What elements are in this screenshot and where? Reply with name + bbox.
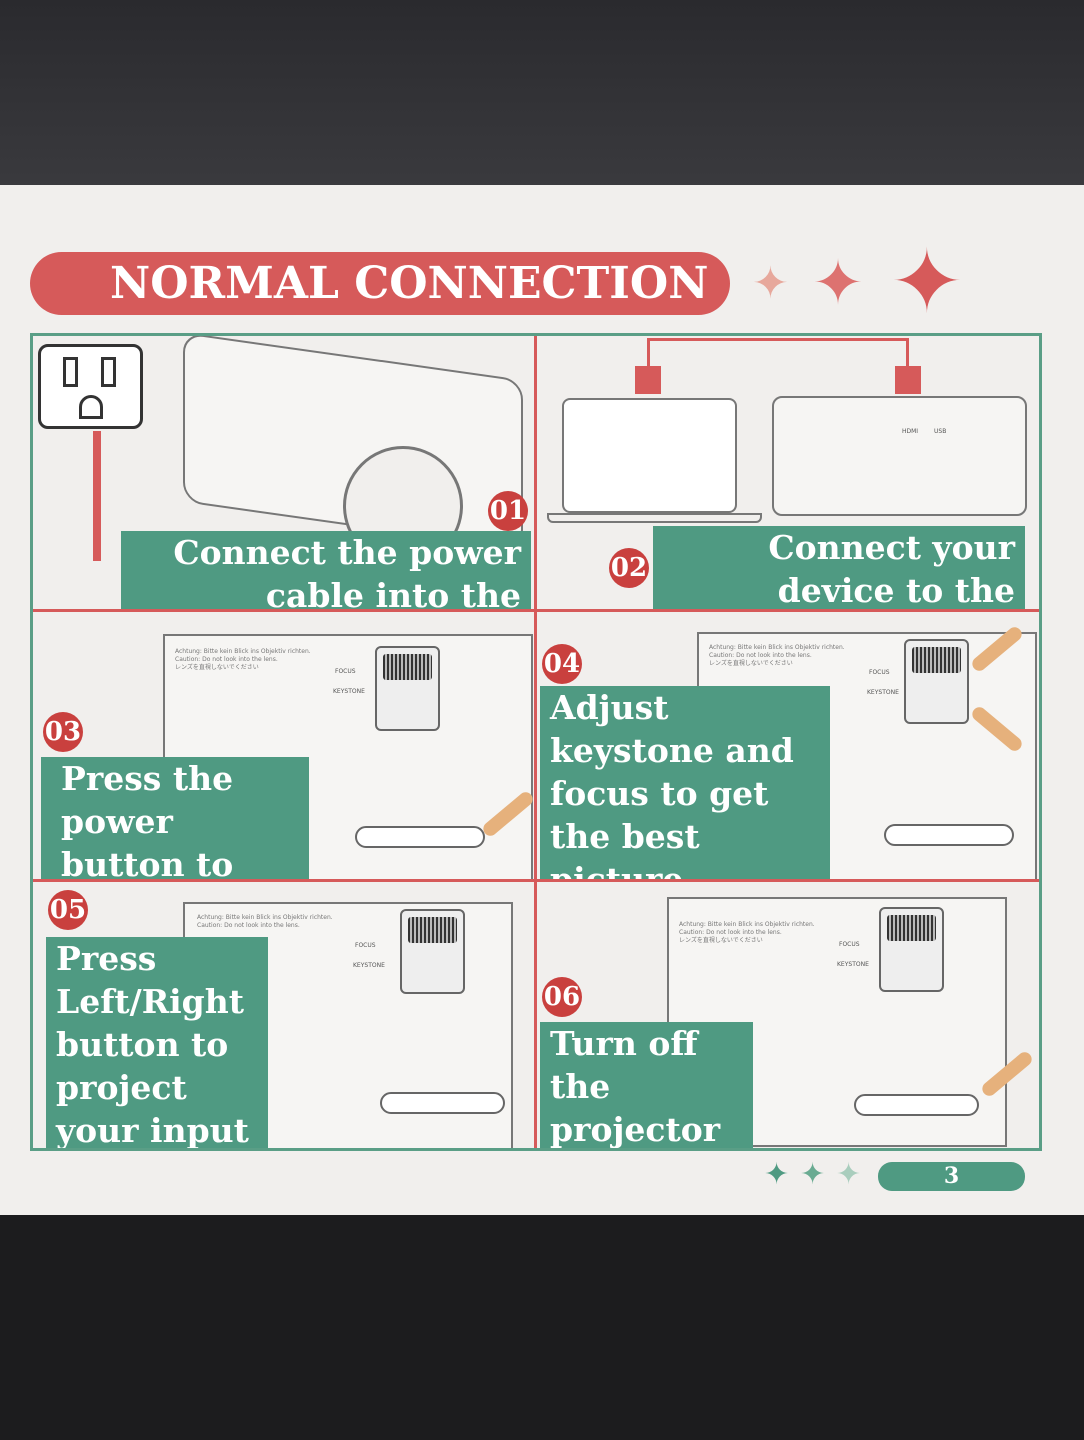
focus-wheel [904,639,969,724]
divider [33,879,1039,882]
hdmi-cable-icon [647,338,909,368]
star-icon: ✦ [890,230,964,333]
step-label: Press the power button to turn on [41,757,309,879]
keystone-label: KEYSTONE [353,962,385,969]
projector-illustration: HDMI USB [772,396,1027,516]
focus-label: FOCUS [355,942,376,949]
warning-text: Achtung: Bitte kein Blick ins Objektiv r… [679,921,815,944]
divider [534,336,537,1148]
step-label: Adjust keystone and focus to get the bes… [540,686,830,879]
step-4-panel: Achtung: Bitte kein Blick ins Objektiv r… [537,612,1039,879]
step-label: Press Left/Right button to project your … [46,937,268,1148]
connector-icon [895,366,921,394]
step-number: 06 [542,977,582,1017]
star-icon: ✦ [752,258,789,309]
star-icon: ✦ [764,1157,790,1192]
control-panel [884,824,1014,846]
keystone-label: KEYSTONE [837,961,869,968]
step-2-panel: HDMI USB 02 Connect your device to the p… [537,336,1039,609]
step-3-panel: Achtung: Bitte kein Blick ins Objektiv r… [33,612,534,879]
step-6-panel: Achtung: Bitte kein Blick ins Objektiv r… [537,882,1039,1148]
warning-text: Achtung: Bitte kein Blick ins Objektiv r… [197,914,333,929]
usb-port-label: USB [934,428,947,435]
divider [33,609,1039,612]
star-icon: ✦ [812,246,864,319]
step-label: Connect the power cable into the project… [121,531,531,609]
step-number: 03 [43,712,83,752]
focus-label: FOCUS [335,668,356,675]
control-panel [380,1092,505,1114]
steps-grid [30,333,1042,1151]
control-panel [854,1094,979,1116]
step-number: 01 [488,491,528,531]
step-1-panel: 01 Connect the power cable into the proj… [33,336,534,609]
keystone-label: KEYSTONE [333,688,365,695]
step-number: 04 [542,644,582,684]
focus-label: FOCUS [839,941,860,948]
hdmi-port-label: HDMI [902,428,919,435]
control-panel [355,826,485,848]
star-icon: ✦ [800,1157,826,1192]
focus-label: FOCUS [869,669,890,676]
step-number: 02 [609,548,649,588]
star-icon: ✦ [836,1157,862,1192]
keystone-label: KEYSTONE [867,689,899,696]
focus-wheel [879,907,944,992]
page-title: NORMAL CONNECTION [30,252,730,315]
warning-text: Achtung: Bitte kein Blick ins Objektiv r… [175,648,311,671]
step-5-panel: Achtung: Bitte kein Blick ins Objektiv r… [33,882,534,1148]
laptop-icon [562,398,737,513]
page-number: 3 [878,1162,1025,1191]
background-top [0,0,1084,190]
projector-illustration: Achtung: Bitte kein Blick ins Objektiv r… [163,634,533,879]
step-label: Turn off the projector after use [540,1022,753,1148]
power-plug-icon [93,431,101,561]
focus-wheel [400,909,465,994]
laptop-base [547,513,762,523]
warning-text: Achtung: Bitte kein Blick ins Objektiv r… [709,644,845,667]
step-number: 05 [48,890,88,930]
step-label: Connect your device to the projector [653,526,1025,609]
connector-icon [635,366,661,394]
focus-wheel [375,646,440,731]
wall-outlet-icon [38,344,143,429]
